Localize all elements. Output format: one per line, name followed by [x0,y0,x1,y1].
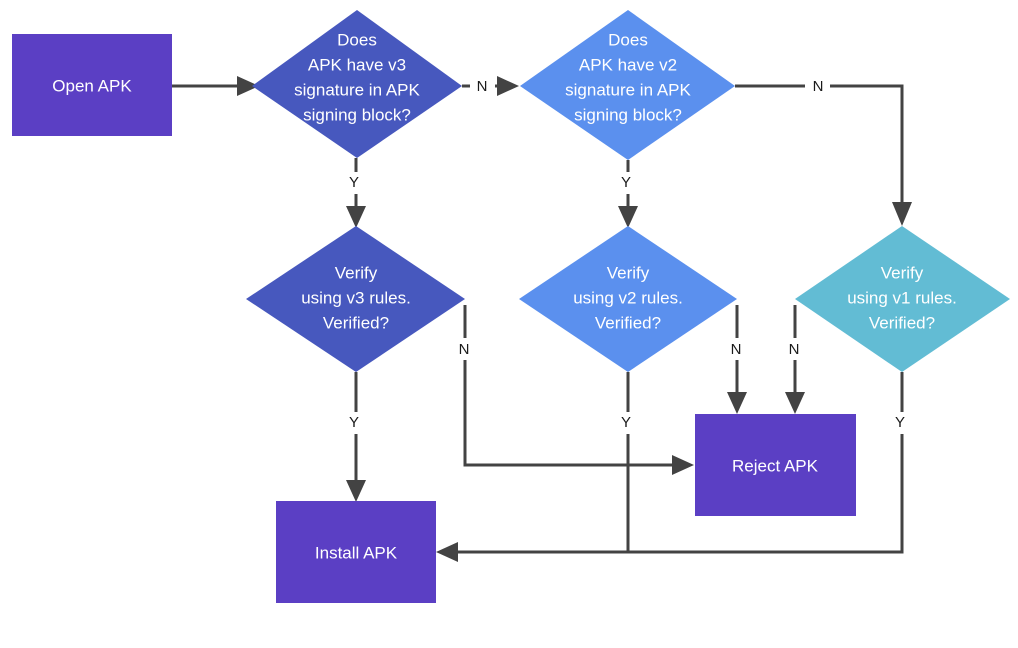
edge-label-hasv3-no: N [477,78,488,95]
edge-label-verifyv1-no: N [789,341,800,358]
edge-line [463,360,672,467]
verify-v3-diamond[interactable] [246,226,465,372]
edge-label-hasv3-yes: Y [349,174,359,191]
verify-v2-diamond[interactable] [519,226,737,372]
edge-open-to-hasv3 [172,76,259,96]
edge-verifyv1-no-to-reject: N [785,305,805,414]
arrow-head [785,392,805,414]
edge-label-verifyv3-no: N [459,341,470,358]
edge-hasv3-yes-to-verifyv3: Y [346,158,366,228]
edge-verifyv2-yes-to-install: Y [621,372,631,552]
open-apk-box[interactable] [12,34,172,136]
edge-label-verifyv3-yes: Y [349,414,359,431]
node-has-v3-signature[interactable]: Does APK have v3 signature in APK signin… [252,10,462,158]
edge-hasv2-yes-to-verifyv2: Y [618,160,638,228]
edge-verifyv3-yes-to-install: Y [346,372,366,502]
verify-v1-diamond[interactable] [795,226,1010,372]
has-v3-diamond[interactable] [252,10,462,158]
edge-label-verifyv2-no: N [731,341,742,358]
edge-hasv3-no-to-hasv2: N [462,76,519,96]
arrow-head [727,392,747,414]
edge-label-verifyv2-yes: Y [621,414,631,431]
node-install-apk[interactable]: Install APK [276,501,436,603]
arrow-head [237,76,259,96]
arrow-head [346,480,366,502]
edge-verifyv2-no-to-reject: N [727,305,747,414]
node-open-apk[interactable]: Open APK [12,34,172,136]
has-v2-diamond[interactable] [520,10,735,160]
arrow-head [672,455,694,475]
node-verify-v3[interactable]: Verify using v3 rules. Verified? [246,226,465,372]
arrow-head [497,76,519,96]
edge-hasv2-no-to-verifyv1: N [735,78,912,226]
edge-label-hasv2-no: N [813,78,824,95]
edge-line [830,84,904,202]
node-reject-apk[interactable]: Reject APK [695,414,856,516]
edge-line [458,434,904,554]
edge-label-verifyv1-yes: Y [895,414,905,431]
node-has-v2-signature[interactable]: Does APK have v2 signature in APK signin… [520,10,735,160]
node-verify-v2[interactable]: Verify using v2 rules. Verified? [519,226,737,372]
node-verify-v1[interactable]: Verify using v1 rules. Verified? [795,226,1010,372]
edge-label-hasv2-yes: Y [621,174,631,191]
install-apk-box[interactable] [276,501,436,603]
reject-apk-box[interactable] [695,414,856,516]
arrow-head [618,206,638,228]
arrow-head [346,206,366,228]
arrow-head [436,542,458,562]
arrow-head [892,202,912,226]
